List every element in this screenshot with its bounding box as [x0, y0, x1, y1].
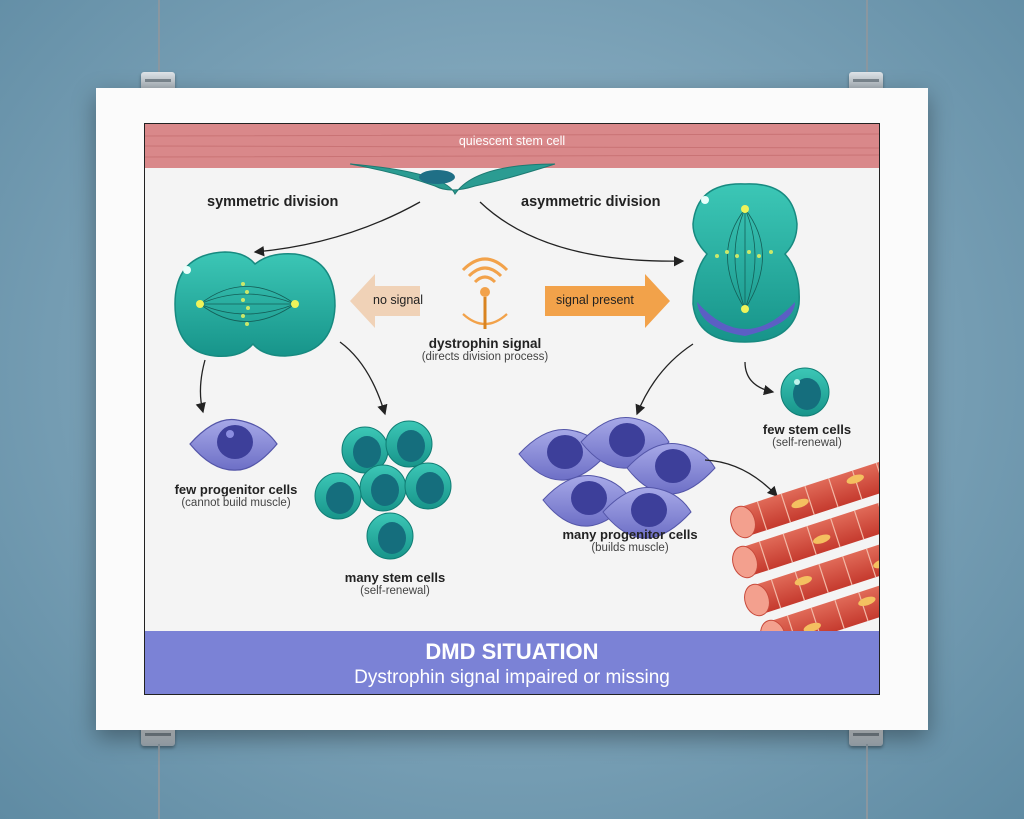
dystrophin-signal-title: dystrophin signal [428, 336, 542, 351]
arrow-to-asymmetric [479, 201, 685, 267]
progenitor-cell [602, 487, 692, 539]
arrow-to-symmetric [253, 201, 421, 257]
clip-top-right [849, 72, 883, 92]
muscle-fibers [730, 455, 879, 653]
signal-present-label: signal present [556, 293, 634, 307]
hanging-wire-bottom-right [866, 744, 868, 819]
arrow-to-few-progenitor [195, 359, 206, 414]
asymmetric-division-label: asymmetric division [521, 194, 661, 210]
stem-cell [341, 426, 389, 474]
quiescent-stem-cell-label: quiescent stem cell [458, 134, 566, 148]
arrow-to-many-progenitor [635, 343, 694, 416]
stem-cell [359, 464, 407, 512]
stem-cell [366, 512, 414, 560]
arrow-to-few-stem [744, 361, 775, 396]
many-stem-cells [314, 420, 452, 560]
many-stem-subtitle: (self-renewal) [360, 585, 430, 597]
many-progenitor-title: many progenitor cells [562, 527, 698, 542]
asymmetric-dividing-cell [692, 183, 800, 343]
many-progenitor-subtitle: (builds muscle) [591, 542, 669, 554]
muscle-fiber [730, 455, 879, 539]
dystrophin-signal-icon [461, 257, 509, 329]
arrow-to-many-stem [339, 341, 388, 416]
few-progenitor-title: few progenitor cells [174, 482, 298, 497]
arrow-to-muscle-fibers [704, 459, 778, 497]
stem-cell [385, 420, 433, 468]
few-stem-subtitle: (self-renewal) [772, 437, 842, 449]
few-stem-title: few stem cells [762, 422, 852, 437]
quiescent-stem-cell [349, 163, 556, 196]
diagram-frame: quiescent stem cell symmetric division a… [144, 123, 880, 695]
hanging-wire-right [866, 0, 868, 78]
hanging-wire-left [158, 0, 160, 78]
hanging-wire-bottom-left [158, 744, 160, 819]
symmetric-dividing-cell [174, 251, 336, 357]
dmd-situation-banner: DMD SITUATION Dystrophin signal impaired… [145, 631, 879, 694]
few-progenitor-subtitle: (cannot build muscle) [181, 497, 291, 509]
many-stem-title: many stem cells [344, 570, 446, 585]
no-signal-label: no signal [373, 293, 424, 307]
clip-bottom-right [849, 726, 883, 746]
stem-cell [314, 472, 362, 520]
muscle-fiber [744, 533, 879, 617]
banner-title: DMD SITUATION [425, 639, 599, 664]
no-signal-arrow [350, 274, 420, 328]
muscle-fiber-band [145, 124, 879, 168]
progenitor-cell [626, 443, 716, 495]
clip-bottom-left [141, 726, 175, 746]
stem-cell [404, 462, 452, 510]
many-progenitor-cells [518, 417, 716, 539]
signal-present-arrow [545, 274, 670, 328]
clip-top-left [141, 72, 175, 92]
dystrophin-signal-subtitle: (directs division process) [421, 351, 549, 363]
banner-subtitle: Dystrophin signal impaired or missing [354, 667, 670, 688]
few-progenitor-cell [189, 418, 278, 471]
symmetric-division-label: symmetric division [207, 194, 339, 210]
poster: quiescent stem cell symmetric division a… [96, 88, 928, 730]
muscle-fiber [732, 495, 879, 579]
few-stem-cell [780, 367, 830, 417]
